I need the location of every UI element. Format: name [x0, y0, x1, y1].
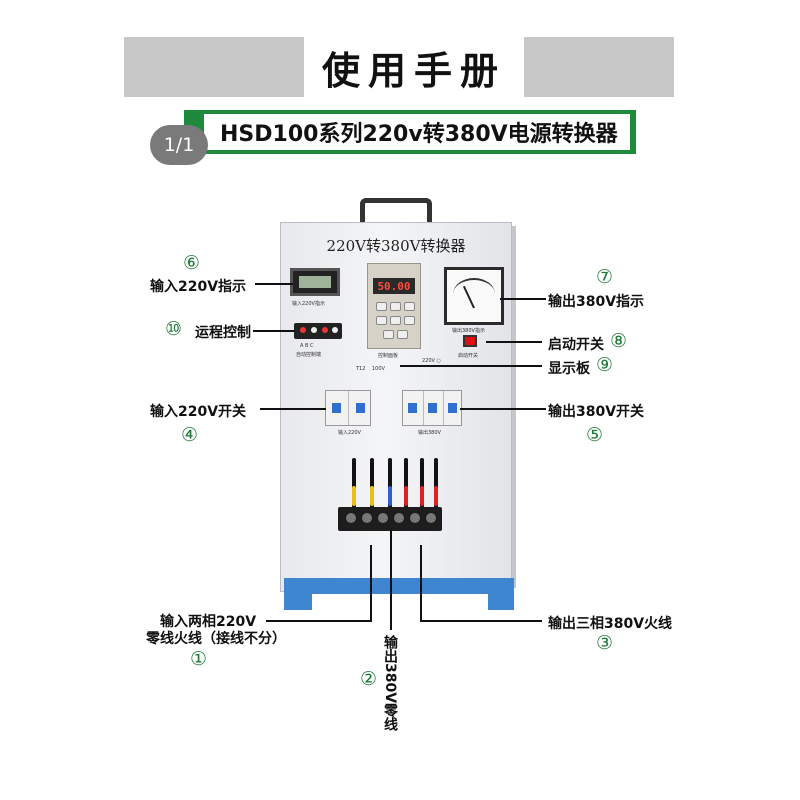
- output-indicator-caption: 输出380V指示: [452, 328, 485, 334]
- callout-label-1: 输入两相220V: [160, 614, 257, 630]
- callout-label-2: 输出380V零线: [382, 635, 398, 732]
- cabinet-base-gap: [312, 594, 488, 612]
- output-breaker-caption: 输出380V: [418, 430, 441, 436]
- cabinet-title: 220V转380V转换器: [326, 237, 466, 255]
- header-bar-left: [124, 37, 304, 97]
- callout-line-4: [260, 408, 326, 410]
- callout-number-4: ④: [181, 424, 199, 446]
- auto-control-caption: 自动控制端: [296, 352, 322, 358]
- t12-caption: T12: [356, 366, 366, 372]
- callout-label-4: 输入220V开关: [150, 404, 247, 420]
- callout-line-6: [255, 283, 293, 285]
- callout-line-5: [460, 408, 546, 410]
- callout-number-6: ⑥: [183, 252, 201, 274]
- start-switch-caption: 启动开关: [458, 353, 479, 359]
- callout-number-9: ⑨: [596, 354, 614, 376]
- input-indicator-lcd: [290, 268, 340, 296]
- callout-line-7: [500, 298, 546, 300]
- abc-caption: A B C: [300, 343, 314, 349]
- callout-number-5: ⑤: [586, 424, 604, 446]
- output-breaker[interactable]: [402, 390, 462, 426]
- callout-label-6: 输入220V指示: [150, 279, 247, 295]
- callout-line-8: [486, 341, 542, 343]
- callout-line-3-h: [420, 620, 542, 622]
- callout-number-8: ⑧: [610, 330, 628, 352]
- callout-line-10: [253, 330, 295, 332]
- callout-label-5: 输出380V开关: [548, 404, 645, 420]
- callout-number-10: ⑩: [165, 318, 183, 340]
- subtitle-text: HSD100系列220v转380V电源转换器: [204, 114, 630, 150]
- start-switch[interactable]: [463, 335, 477, 347]
- callout-line-9: [400, 365, 542, 367]
- controller-caption: 控制面板: [378, 353, 399, 359]
- v100-caption: 100V: [372, 366, 385, 372]
- header-bar-right: [524, 37, 674, 97]
- callout-line-2: [390, 530, 392, 630]
- v220-caption: 220V ○: [422, 358, 441, 364]
- callout-number-1: ①: [190, 648, 208, 670]
- input-breaker[interactable]: [325, 390, 371, 426]
- cabinet-handle: [360, 198, 432, 224]
- remote-control-terminal: [294, 323, 342, 339]
- callout-line-1-v: [370, 545, 372, 620]
- input-breaker-caption: 输入220V: [338, 430, 361, 436]
- page-indicator[interactable]: 1/1: [150, 125, 208, 165]
- page-title: 使用手册: [321, 48, 506, 93]
- control-display-panel: 50.00: [367, 263, 421, 349]
- callout-label-1b: 零线火线（接线不分）: [146, 631, 286, 647]
- callout-line-3-v: [420, 545, 422, 620]
- callout-number-2: ②: [360, 668, 378, 690]
- terminal-block: [338, 507, 442, 531]
- callout-label-7: 输出380V指示: [548, 294, 645, 310]
- callout-number-7: ⑦: [596, 266, 614, 288]
- callout-label-10: 运程控制: [195, 325, 251, 341]
- input-indicator-caption: 输入220V指示: [292, 301, 325, 307]
- display-reading: 50.00: [373, 278, 415, 294]
- callout-number-3: ③: [596, 632, 614, 654]
- callout-label-9: 显示板: [548, 361, 590, 377]
- output-voltmeter: [444, 267, 504, 325]
- callout-label-3: 输出三相380V火线: [548, 616, 673, 632]
- callout-label-8: 启动开关: [548, 337, 604, 353]
- callout-line-1-h: [266, 620, 372, 622]
- cable-bundle: [340, 458, 440, 508]
